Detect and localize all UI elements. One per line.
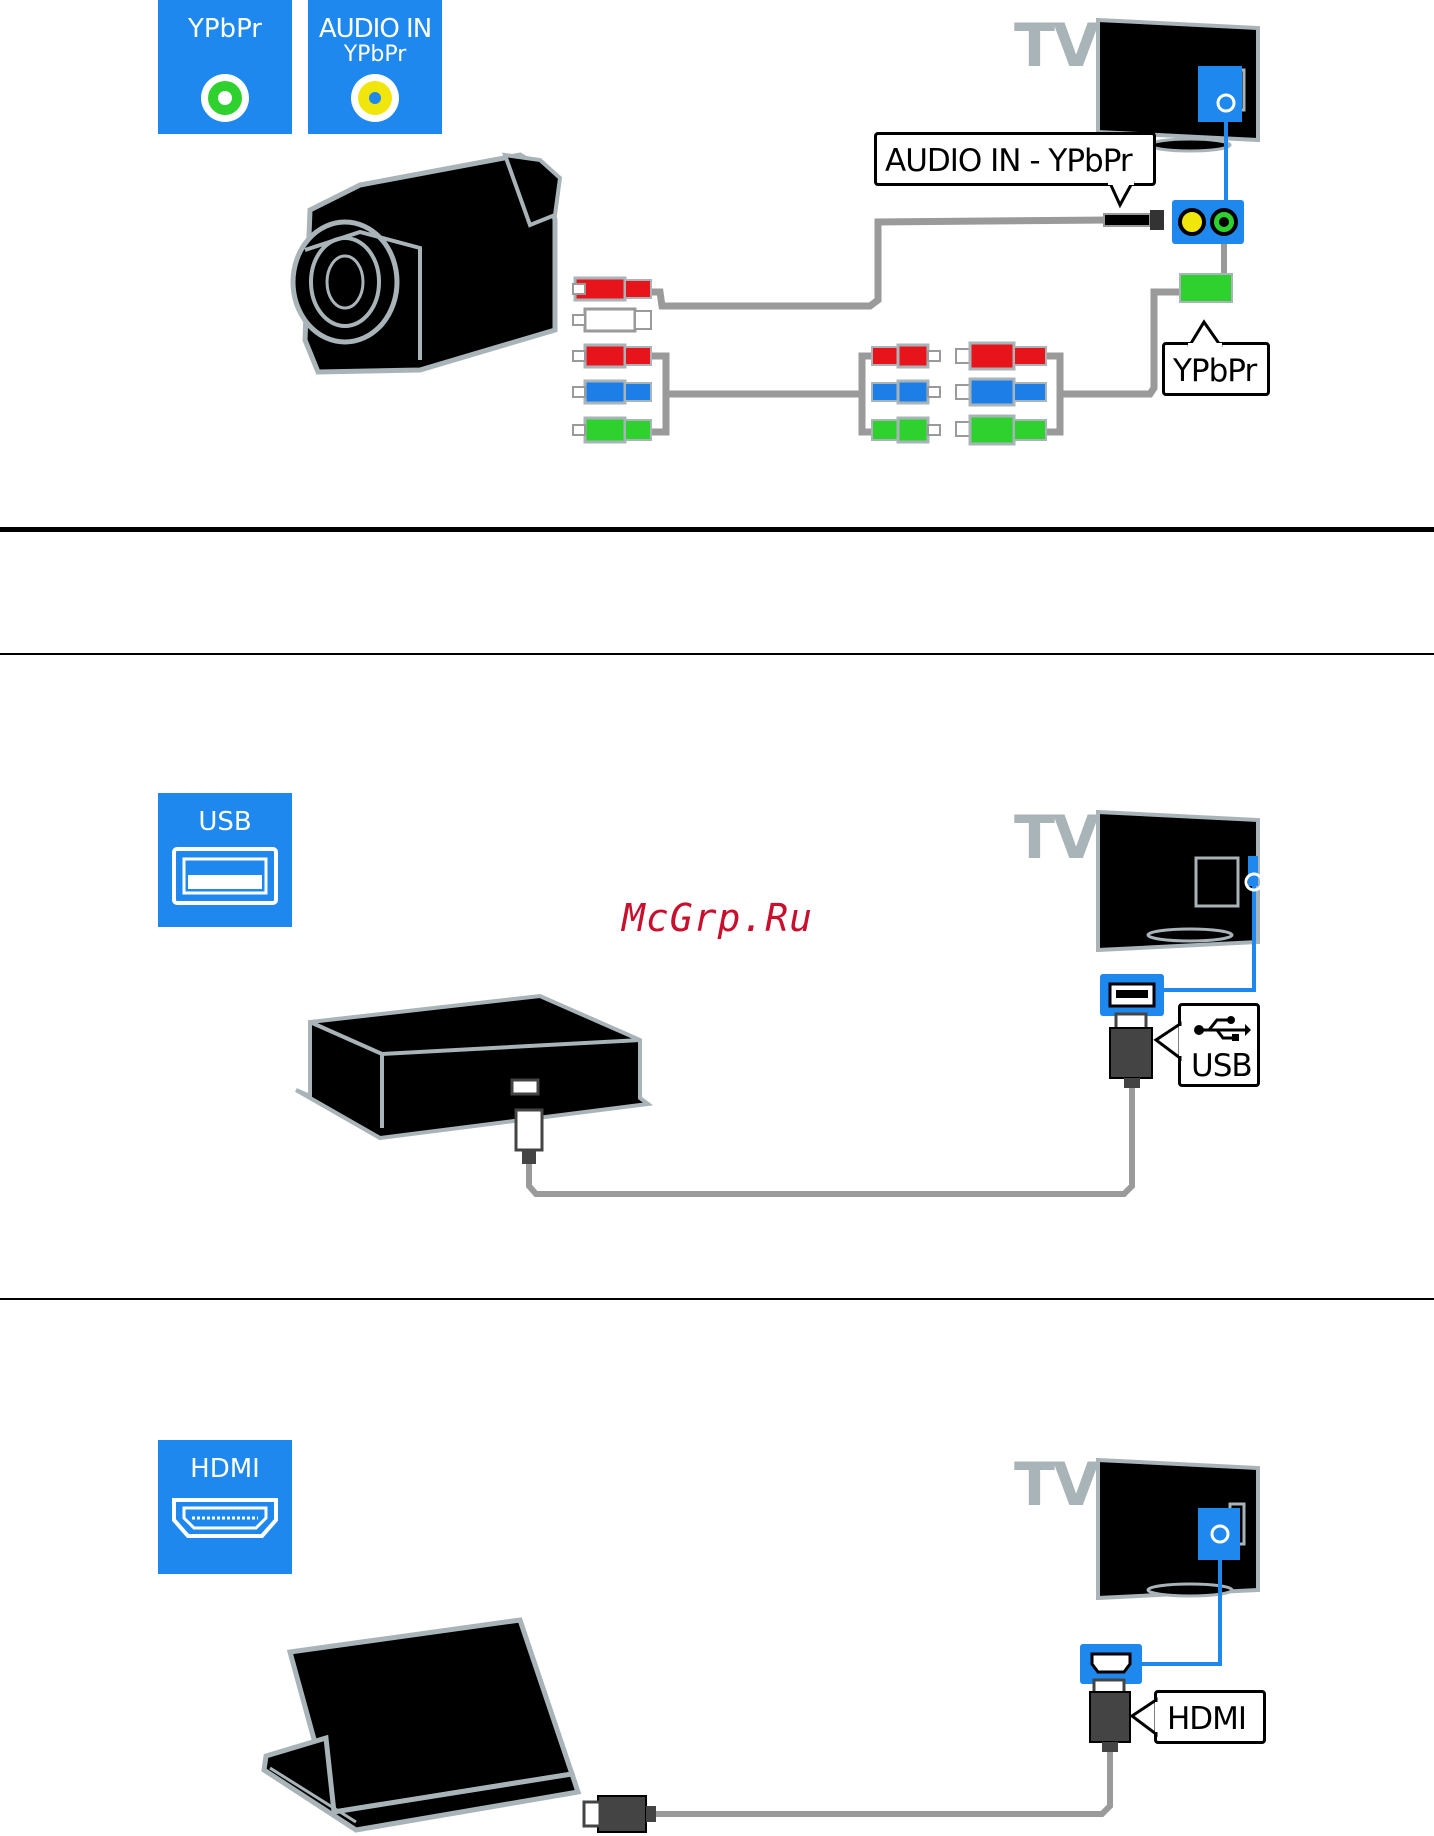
laptop-icon — [0, 0, 700, 1836]
callout-hdmi-text: HDMI — [1167, 1701, 1246, 1737]
callout-hdmi: HDMI — [1154, 1690, 1266, 1744]
callout-hdmi-pointer — [1128, 1698, 1168, 1738]
